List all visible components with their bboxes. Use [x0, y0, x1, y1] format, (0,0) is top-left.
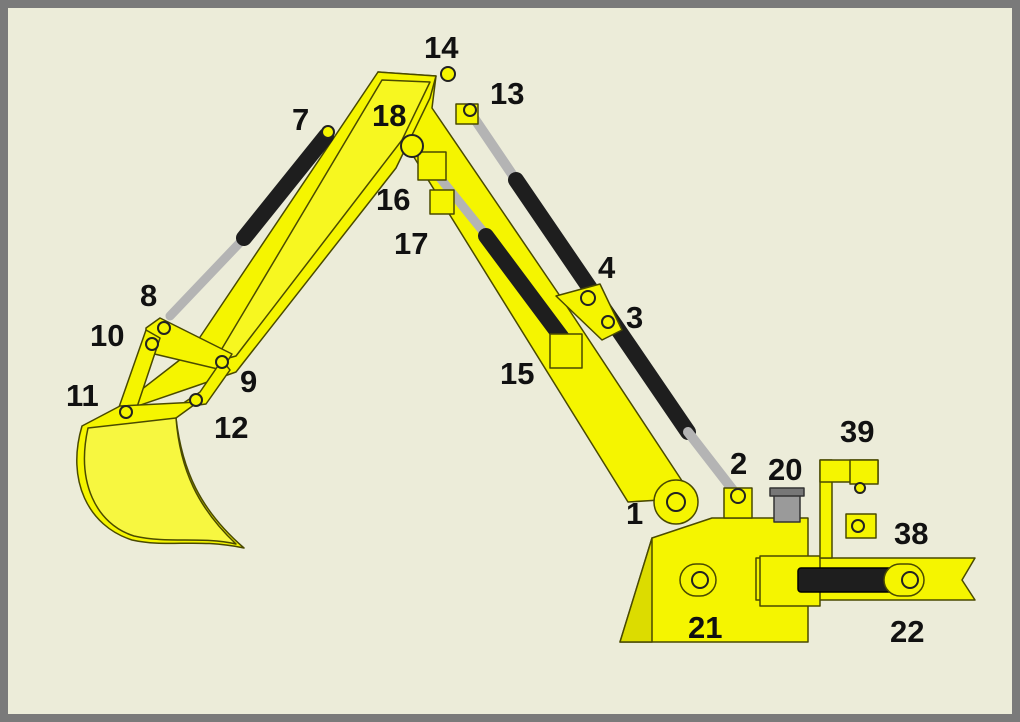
- stick-arm-face: [213, 79, 431, 363]
- label-3: 3: [626, 300, 644, 335]
- clamp-15: [549, 333, 583, 369]
- label-9: 9: [240, 364, 258, 399]
- valve-20-top: [769, 487, 805, 497]
- pin-8: [157, 321, 171, 335]
- label-12: 12: [214, 410, 249, 445]
- label-10: 10: [90, 318, 125, 353]
- clamp-17: [429, 189, 455, 215]
- pin-7: [321, 125, 335, 139]
- label-39: 39: [840, 414, 875, 449]
- pin-39: [854, 482, 866, 494]
- pin-10: [145, 337, 159, 351]
- clamp-16: [417, 151, 447, 181]
- label-38: 38: [894, 516, 929, 551]
- pin-9: [215, 355, 229, 369]
- label-11: 11: [66, 378, 99, 413]
- label-18: 18: [372, 98, 407, 133]
- pin-1: [666, 492, 686, 512]
- label-15: 15: [500, 356, 535, 391]
- valve-20: [773, 491, 801, 523]
- label-17: 17: [394, 226, 429, 261]
- pin-14: [440, 66, 456, 82]
- pin-38: [851, 519, 865, 533]
- label-2: 2: [730, 446, 748, 481]
- dipper-cylinder-rod: [165, 227, 255, 321]
- label-8: 8: [140, 278, 158, 313]
- dipper-cylinder-body: [236, 128, 334, 246]
- boom-cylinder-rod-lower: [683, 427, 741, 499]
- pin-13: [463, 103, 477, 117]
- pin-18: [400, 134, 424, 158]
- pin-3: [601, 315, 615, 329]
- label-1: 1: [626, 496, 644, 531]
- label-22: 22: [890, 614, 925, 649]
- base-side-face: [619, 537, 653, 643]
- pin-22: [901, 571, 919, 589]
- pin-11: [119, 405, 133, 419]
- label-21: 21: [688, 610, 723, 645]
- swing-cylinder-body: [797, 567, 897, 593]
- pin-21: [691, 571, 709, 589]
- label-14: 14: [424, 30, 459, 65]
- clamp-39: [849, 459, 879, 485]
- pin-2: [730, 488, 746, 504]
- label-13: 13: [490, 76, 525, 111]
- bucket-inner: [83, 417, 237, 545]
- label-20: 20: [768, 452, 803, 487]
- label-16: 16: [376, 182, 411, 217]
- pin-12: [189, 393, 203, 407]
- label-7: 7: [292, 102, 310, 137]
- pin-4: [580, 290, 596, 306]
- label-4: 4: [598, 250, 616, 285]
